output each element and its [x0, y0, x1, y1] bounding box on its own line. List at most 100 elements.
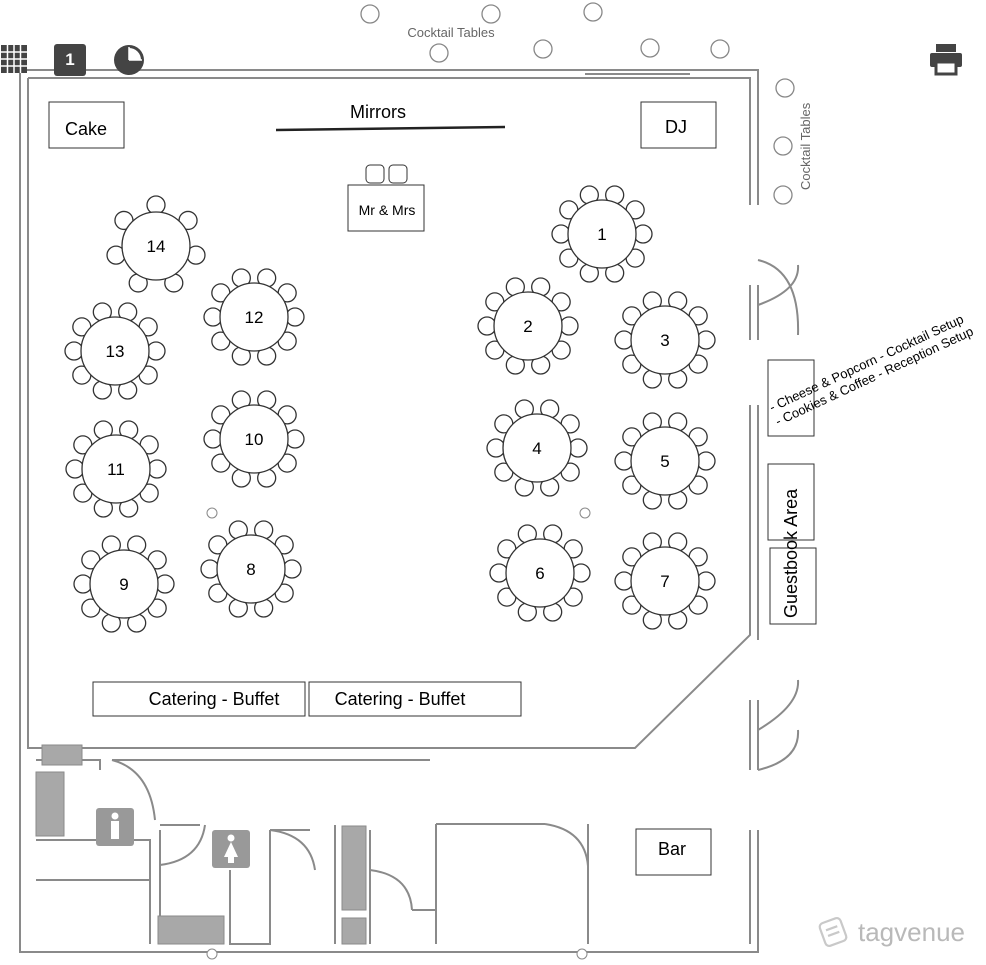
mirrors-line [275, 125, 506, 132]
round-table-10[interactable]: 10 [203, 390, 305, 488]
tagvenue-watermark: tagvenue [814, 912, 965, 952]
pillar [206, 507, 218, 519]
cocktail-tables [360, 2, 795, 205]
tagvenue-logo-icon [818, 916, 848, 948]
round-table-4[interactable]: 4 [486, 399, 588, 497]
table-top [493, 291, 563, 361]
table-number: 8 [246, 560, 255, 579]
table-top [567, 199, 637, 269]
chair [282, 559, 302, 579]
round-table-1[interactable]: 1 [551, 185, 653, 283]
table-top [630, 305, 700, 375]
table-top [630, 426, 700, 496]
table-number: 9 [119, 575, 128, 594]
head-table-label: Mr & Mrs [359, 202, 416, 218]
chair [477, 316, 497, 336]
cake-label: Cake [65, 119, 107, 139]
chair [73, 574, 93, 594]
bar-label: Bar [658, 839, 686, 859]
table-number: 3 [660, 331, 669, 350]
table-number: 6 [535, 564, 544, 583]
catering-buffet-2[interactable] [308, 681, 522, 717]
cake-table[interactable] [48, 101, 125, 149]
round-table-3[interactable]: 3 [614, 291, 716, 389]
round-table-9[interactable]: 9 [73, 535, 175, 633]
chair [614, 451, 634, 471]
table-number: 2 [523, 317, 532, 336]
dj-label: DJ [665, 117, 687, 137]
round-table-12[interactable]: 12 [203, 268, 305, 366]
table-number: 10 [245, 430, 264, 449]
marker-dot [206, 948, 218, 960]
chair [285, 429, 305, 449]
chair [200, 559, 220, 579]
round-table-5[interactable]: 5 [614, 412, 716, 510]
cocktail-label-right: Cocktail Tables [798, 102, 813, 190]
table-top [219, 404, 289, 474]
chair [551, 224, 571, 244]
round-table-13[interactable]: 13 [64, 302, 166, 400]
guestbook-station-1[interactable] [767, 463, 815, 541]
cocktail-label-top: Cocktail Tables [407, 25, 495, 40]
round-table-7[interactable]: 7 [614, 532, 716, 630]
chair [147, 459, 167, 479]
chair [486, 438, 506, 458]
chair [696, 451, 716, 471]
chair [614, 571, 634, 591]
head-table[interactable]: Mr & Mrs [347, 164, 425, 232]
reception-station[interactable] [767, 359, 815, 437]
chair [696, 571, 716, 591]
chair [559, 316, 579, 336]
catering-buffet-1[interactable] [92, 681, 306, 717]
round-table-14[interactable]: 14 [106, 195, 206, 293]
tagvenue-text: tagvenue [858, 916, 965, 947]
round-table-6[interactable]: 6 [489, 524, 591, 622]
guestbook-label: Guestbook Area [781, 488, 801, 618]
table-top [80, 316, 150, 386]
table-top [505, 538, 575, 608]
table-number: 14 [147, 237, 166, 256]
print-button[interactable] [928, 42, 964, 76]
pie-view-button[interactable] [112, 43, 146, 77]
table-top [219, 282, 289, 352]
chair [146, 195, 166, 215]
chair [64, 341, 84, 361]
marker-dot [576, 948, 588, 960]
table-top [121, 211, 191, 281]
table-top [630, 546, 700, 616]
grid-icon [1, 45, 27, 73]
table-top [502, 413, 572, 483]
dj-booth[interactable] [640, 101, 717, 149]
chair [203, 307, 223, 327]
chair [203, 429, 223, 449]
chair [568, 438, 588, 458]
chair [155, 574, 175, 594]
catering-label-1: Catering - Buffet [149, 689, 280, 709]
grid-view-button[interactable] [0, 44, 28, 74]
mens-restroom-icon [96, 808, 134, 846]
chair [696, 330, 716, 350]
table-number: 11 [107, 460, 125, 479]
round-table-8[interactable]: 8 [200, 520, 302, 618]
table-top [89, 549, 159, 619]
chair [614, 330, 634, 350]
round-table-11[interactable]: 11 [65, 420, 167, 518]
table-number: 12 [245, 308, 264, 327]
catering-label-2: Catering - Buffet [335, 689, 466, 709]
chair [571, 563, 591, 583]
table-number: 4 [532, 439, 541, 458]
table-number: 7 [660, 572, 669, 591]
chair [285, 307, 305, 327]
page-number-button[interactable]: 1 [54, 44, 86, 76]
chair [489, 563, 509, 583]
chair [146, 341, 166, 361]
restroom-fixtures [35, 744, 367, 945]
bar-counter[interactable] [635, 828, 712, 876]
guestbook-station-2[interactable] [769, 547, 817, 625]
womens-restroom-icon [212, 830, 250, 868]
round-table-2[interactable]: 2 [477, 277, 579, 375]
table-top [81, 434, 151, 504]
